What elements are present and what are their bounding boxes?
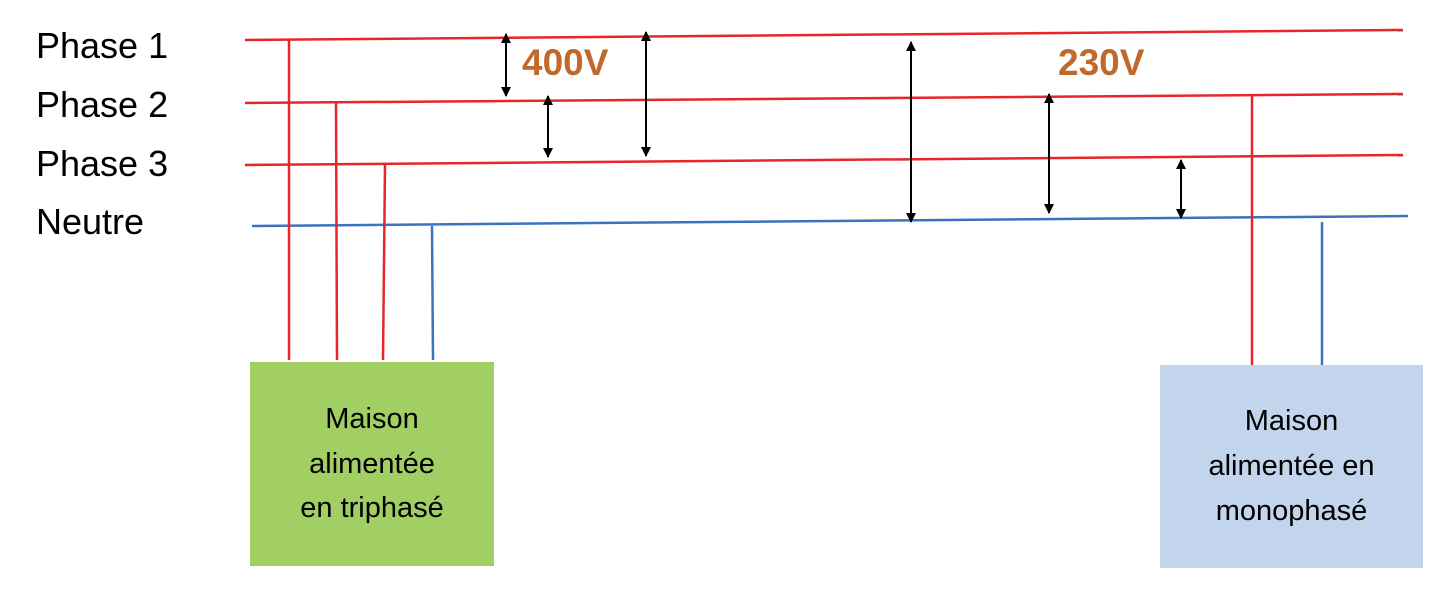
phase2-label: Phase 2: [36, 84, 168, 125]
phase3-line: [244, 153, 1404, 167]
house-single-phase: Maison alimentée en monophasé: [1160, 365, 1423, 568]
phase2-line: [244, 92, 1404, 105]
house-three-phase-text: Maison alimentée en triphasé: [300, 397, 444, 532]
voltage-label-400v: 400V: [522, 42, 609, 83]
house-single-phase-line2: alimentée en: [1208, 450, 1375, 483]
phase2-drop-three-phase: [334, 102, 339, 361]
house-three-phase-line1: Maison: [325, 402, 419, 435]
house-single-phase-text: Maison alimentée en monophasé: [1208, 399, 1374, 534]
house-single-phase-line1: Maison: [1244, 405, 1339, 438]
house-single-phase-line3: monophasé: [1215, 494, 1368, 527]
neutral-label: Neutre: [36, 201, 144, 242]
neutral-drop-three-phase: [430, 225, 435, 361]
phase3-label: Phase 3: [36, 143, 168, 184]
phase3-drop-three-phase: [381, 164, 387, 361]
voltage-label-230v: 230V: [1058, 42, 1145, 83]
phase1-line: [244, 28, 1404, 42]
neutral-line: [251, 214, 1409, 228]
house-three-phase-line3: en triphasé: [300, 492, 444, 525]
phase1-label: Phase 1: [36, 25, 168, 66]
house-three-phase: Maison alimentée en triphasé: [250, 362, 494, 566]
house-three-phase-line2: alimentée: [309, 447, 435, 480]
